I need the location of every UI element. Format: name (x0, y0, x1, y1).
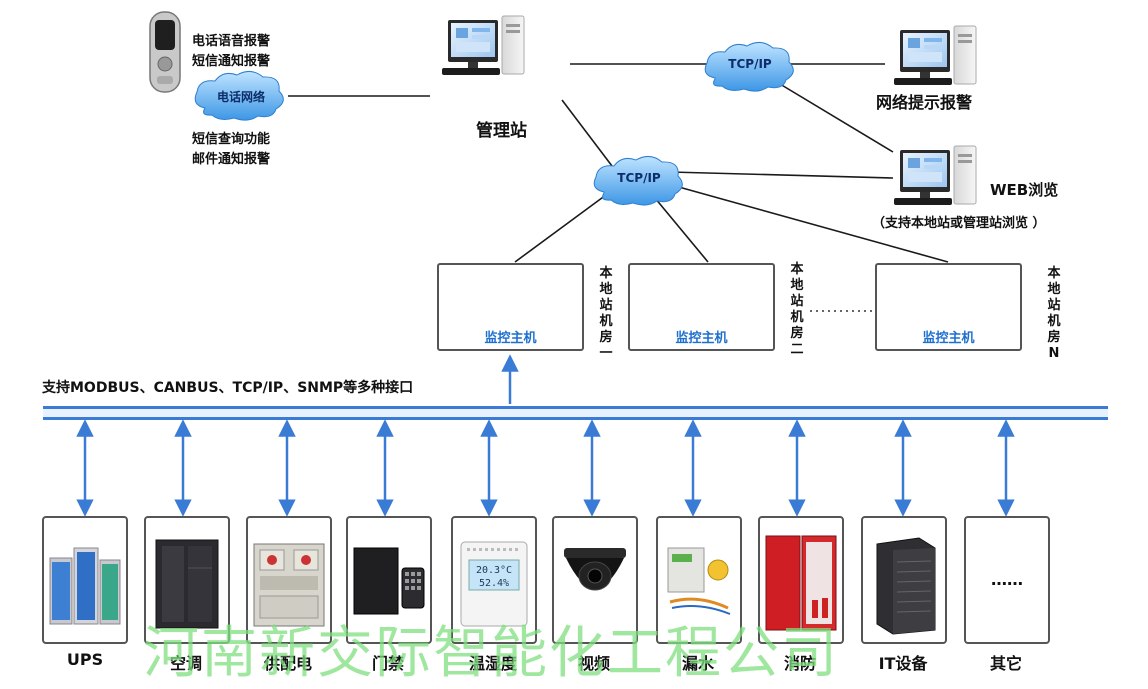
ups-icon (49, 547, 121, 625)
communication-bus (43, 406, 1108, 420)
company-watermark: 河南新交际智能化工程公司 (143, 621, 839, 686)
network-alarm-label: 网络提示报警 (876, 93, 973, 112)
humidity-reading: 52.4% (479, 578, 509, 589)
monitor-host-caption: 监控主机 (675, 331, 728, 346)
device-air-conditioner (144, 516, 230, 644)
interface-support-label: 支持MODBUS、CANBUS、TCP/IP、SNMP等多种接口 (42, 380, 414, 396)
device-access-control-label: 门禁 (371, 654, 404, 673)
sms-alarm-label: 短信通知报警 (192, 54, 271, 69)
device-ups (42, 516, 128, 644)
tcpip-mid-cloud (593, 156, 683, 206)
tcpip-top-cloud (704, 42, 794, 92)
network-alarm-computer-icon (893, 25, 977, 86)
access-control-icon (353, 547, 425, 615)
device-water-leak-label: 漏水 (681, 654, 714, 673)
connection-lines (288, 63, 949, 263)
local-room-n-label: 本地站机房N (1047, 266, 1061, 361)
phone-network-label: 电话网络 (216, 90, 265, 104)
web-browse-computer-icon (893, 145, 977, 206)
device-dome-camera-label: 视频 (577, 654, 610, 673)
phone-voice-alarm-label: 电话语音报警 (192, 34, 271, 49)
device-power-distribution-label: 供配电 (263, 654, 312, 673)
dome-camera-icon (564, 548, 626, 591)
air-conditioner-icon (155, 539, 219, 629)
device-other: …… (964, 516, 1050, 644)
device-fire-protection-label: 消防 (783, 654, 816, 673)
device-water-leak (656, 516, 742, 644)
local-station-1: 监控主机 (437, 263, 584, 351)
temperature-reading: 20.3°C (476, 565, 512, 576)
tcpip-top-label: TCP/IP (728, 57, 772, 71)
management-station-label: 管理站 (476, 121, 527, 141)
device-thermo-hygrometer: 20.3°C 52.4% (451, 516, 537, 644)
local-station-n: 监控主机 (875, 263, 1022, 351)
fire-protection-icon (765, 535, 837, 631)
power-distribution-icon (253, 543, 325, 627)
web-browse-note: （支持本地站或管理站浏览 ） (872, 216, 1046, 231)
email-alarm-label: 邮件通知报警 (192, 152, 271, 167)
monitor-host-caption: 监控主机 (922, 331, 975, 346)
device-ups-label: UPS (66, 650, 104, 669)
web-browse-label: WEB浏览 (990, 181, 1059, 199)
server-icon (876, 537, 936, 635)
device-arrows (76, 419, 1015, 517)
thermo-hygrometer-icon: 20.3°C 52.4% (460, 541, 528, 627)
tcpip-mid-label: TCP/IP (617, 171, 661, 185)
water-leak-icon (667, 547, 731, 615)
local-station-2: 监控主机 (628, 263, 775, 351)
device-server-label: IT设备 (878, 654, 928, 673)
device-other-label: 其它 (989, 654, 1022, 673)
device-power-distribution (246, 516, 332, 644)
local-room-2-label: 本地站机房二 (790, 262, 804, 357)
device-thermo-hygrometer-label: 温湿度 (468, 654, 517, 673)
device-access-control (346, 516, 432, 644)
local-room-1-label: 本地站机房一 (599, 266, 613, 361)
phone-network-cloud (194, 71, 284, 121)
device-server (861, 516, 947, 644)
monitor-host-caption: 监控主机 (484, 331, 537, 346)
mobile-phone-icon (149, 11, 181, 93)
device-fire-protection (758, 516, 844, 644)
sms-query-label: 短信查询功能 (192, 132, 271, 147)
device-dome-camera (552, 516, 638, 644)
management-computer-icon (441, 15, 525, 76)
other-icon: …… (991, 570, 1023, 589)
device-air-conditioner-label: 空调 (169, 654, 202, 673)
